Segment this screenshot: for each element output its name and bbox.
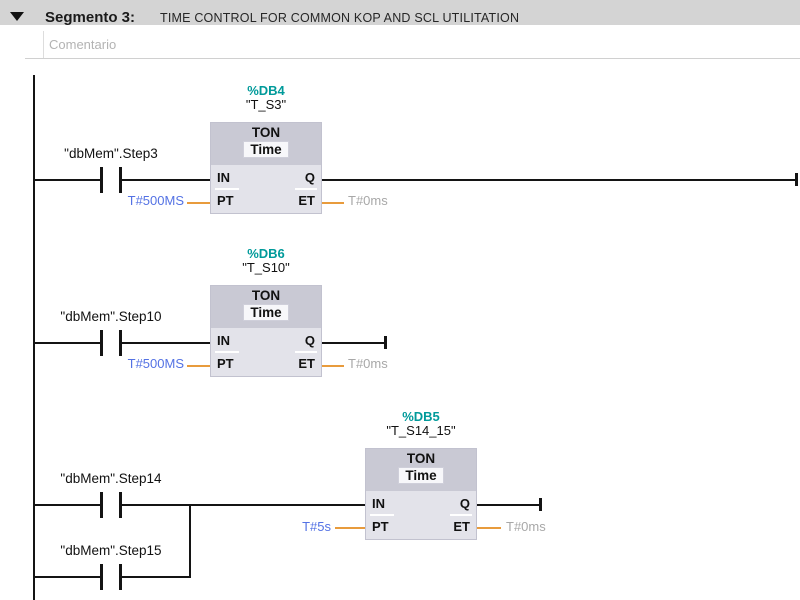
wire (122, 576, 191, 578)
contact-operand[interactable]: "dbMem".Step15 (60, 543, 162, 558)
pt-wire (187, 202, 210, 204)
contact-bar (119, 564, 122, 590)
wire (33, 504, 100, 506)
wire-end-tick (795, 173, 798, 186)
pt-wire (187, 365, 210, 367)
wire (33, 576, 100, 578)
block-type-label: TON (251, 125, 281, 140)
contact-operand[interactable]: "dbMem".Step14 (60, 471, 162, 486)
pin-et-label: ET (453, 519, 470, 534)
wire (122, 342, 210, 344)
wire (122, 179, 210, 181)
ton-timer-block[interactable]: TON Time IN Q PT ET (210, 122, 322, 214)
pt-input-operand[interactable]: T#500MS (127, 356, 184, 371)
block-header: TON Time (366, 449, 476, 491)
comment-input[interactable]: Comentario (49, 37, 117, 52)
segment-number-label[interactable]: Segmento 3: (45, 9, 136, 26)
contact-step3[interactable] (100, 167, 122, 193)
pin-in-label: IN (372, 496, 385, 511)
wire (33, 179, 100, 181)
pin-pt-label: PT (217, 193, 234, 208)
contact-bar (100, 564, 103, 590)
db-number-label[interactable]: %DB6 (247, 246, 285, 261)
pt-input-operand[interactable]: T#500MS (127, 193, 184, 208)
contact-bar (100, 167, 103, 193)
comment-box-border (43, 31, 44, 58)
block-datatype-dropdown[interactable]: Time (243, 141, 289, 158)
pin-q-label: Q (459, 496, 470, 511)
instance-name-label[interactable]: "T_S3" (245, 97, 287, 112)
contact-step10[interactable] (100, 330, 122, 356)
block-body: IN Q PT ET (211, 165, 321, 213)
wire (33, 342, 100, 344)
ton-timer-block[interactable]: TON Time IN Q PT ET (365, 448, 477, 540)
pin-in-label: IN (217, 333, 230, 348)
contact-bar (119, 330, 122, 356)
wire-end-tick (539, 498, 542, 511)
contact-bar (119, 167, 122, 193)
contact-step14[interactable] (100, 492, 122, 518)
block-header: TON Time (211, 123, 321, 165)
branch-wire (189, 504, 191, 578)
segment-title-text[interactable]: TIME CONTROL FOR COMMON KOP AND SCL UTIL… (160, 11, 520, 25)
pin-underline (215, 351, 239, 353)
wire (122, 504, 365, 506)
block-header: TON Time (211, 286, 321, 328)
contact-operand[interactable]: "dbMem".Step3 (64, 146, 158, 161)
pin-q-label: Q (304, 333, 315, 348)
contact-step15[interactable] (100, 564, 122, 590)
pt-input-operand[interactable]: T#5s (302, 519, 331, 534)
instance-name-label[interactable]: "T_S14_15" (386, 423, 456, 438)
pin-underline (215, 188, 239, 190)
block-type-label: TON (406, 451, 436, 466)
pin-q-label: Q (304, 170, 315, 185)
et-output-operand[interactable]: T#0ms (506, 519, 546, 534)
pin-et-label: ET (298, 356, 315, 371)
pin-pt-label: PT (217, 356, 234, 371)
q-output-wire (322, 342, 385, 344)
comment-separator (25, 58, 800, 59)
contact-operand[interactable]: "dbMem".Step10 (60, 309, 162, 324)
block-body: IN Q PT ET (211, 328, 321, 376)
ton-timer-block[interactable]: TON Time IN Q PT ET (210, 285, 322, 377)
pin-in-label: IN (217, 170, 230, 185)
block-body: IN Q PT ET (366, 491, 476, 539)
block-datatype-dropdown[interactable]: Time (398, 467, 444, 484)
block-datatype-dropdown[interactable]: Time (243, 304, 289, 321)
pin-underline (450, 514, 472, 516)
et-wire (477, 527, 501, 529)
segment-header-bar: Segmento 3: TIME CONTROL FOR COMMON KOP … (0, 0, 800, 26)
db-number-label[interactable]: %DB5 (402, 409, 440, 424)
pt-wire (335, 527, 365, 529)
pin-underline (295, 188, 317, 190)
et-wire (322, 365, 344, 367)
block-type-label: TON (251, 288, 281, 303)
pin-et-label: ET (298, 193, 315, 208)
db-number-label[interactable]: %DB4 (247, 83, 285, 98)
et-output-operand[interactable]: T#0ms (348, 193, 388, 208)
contact-bar (100, 330, 103, 356)
pin-underline (295, 351, 317, 353)
pin-underline (370, 514, 394, 516)
collapse-triangle-icon[interactable] (10, 12, 24, 21)
wire-end-tick (384, 336, 387, 349)
instance-name-label[interactable]: "T_S10" (242, 260, 290, 275)
et-wire (322, 202, 344, 204)
et-output-operand[interactable]: T#0ms (348, 356, 388, 371)
contact-bar (100, 492, 103, 518)
pin-pt-label: PT (372, 519, 389, 534)
contact-bar (119, 492, 122, 518)
q-output-wire (477, 504, 540, 506)
q-output-wire (322, 179, 795, 181)
power-rail (33, 75, 35, 600)
